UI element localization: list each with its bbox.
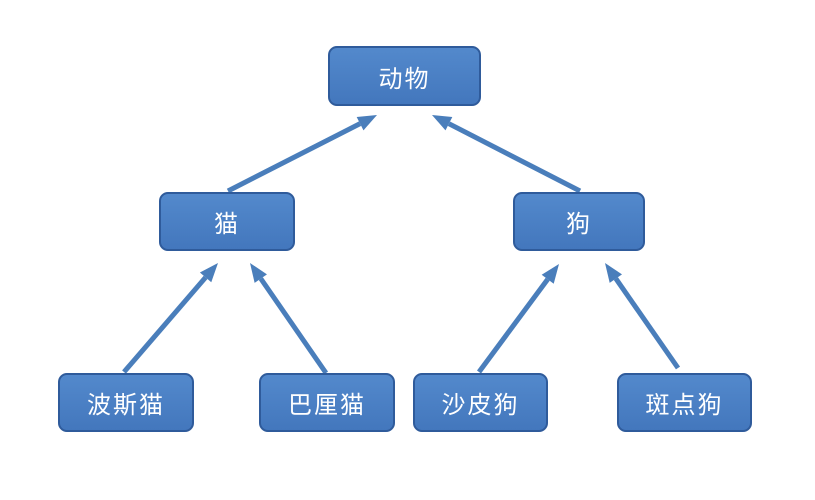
arrow-shar-pei-dog-to-dog[interactable] (476, 264, 559, 374)
node-balinese-cat[interactable]: 巴厘猫 (259, 373, 395, 432)
node-cat[interactable]: 猫 (159, 192, 295, 251)
node-shar-pei-dog[interactable]: 沙皮狗 (413, 373, 548, 432)
node-dalmatian-dog[interactable]: 斑点狗 (617, 373, 752, 432)
node-animal-label: 动物 (378, 64, 431, 93)
node-persian-cat-label: 波斯猫 (87, 391, 165, 419)
node-cat-label: 猫 (214, 210, 240, 238)
node-dog-label: 狗 (566, 210, 592, 238)
arrow-balinese-cat-to-cat[interactable] (250, 263, 329, 375)
arrow-cat-to-animal[interactable] (226, 115, 377, 194)
node-persian-cat[interactable]: 波斯猫 (58, 373, 194, 432)
node-shar-pei-dog-label: 沙皮狗 (441, 391, 520, 419)
node-dog[interactable]: 狗 (513, 192, 645, 251)
arrow-dalmatian-dog-to-dog[interactable] (605, 263, 681, 370)
arrow-dog-to-animal[interactable] (432, 115, 582, 194)
node-dalmatian-dog-label: 斑点狗 (645, 391, 724, 419)
node-animal[interactable]: 动物 (328, 46, 481, 106)
node-balinese-cat-label: 巴厘猫 (288, 391, 366, 419)
arrow-persian-cat-to-cat[interactable] (122, 263, 218, 374)
